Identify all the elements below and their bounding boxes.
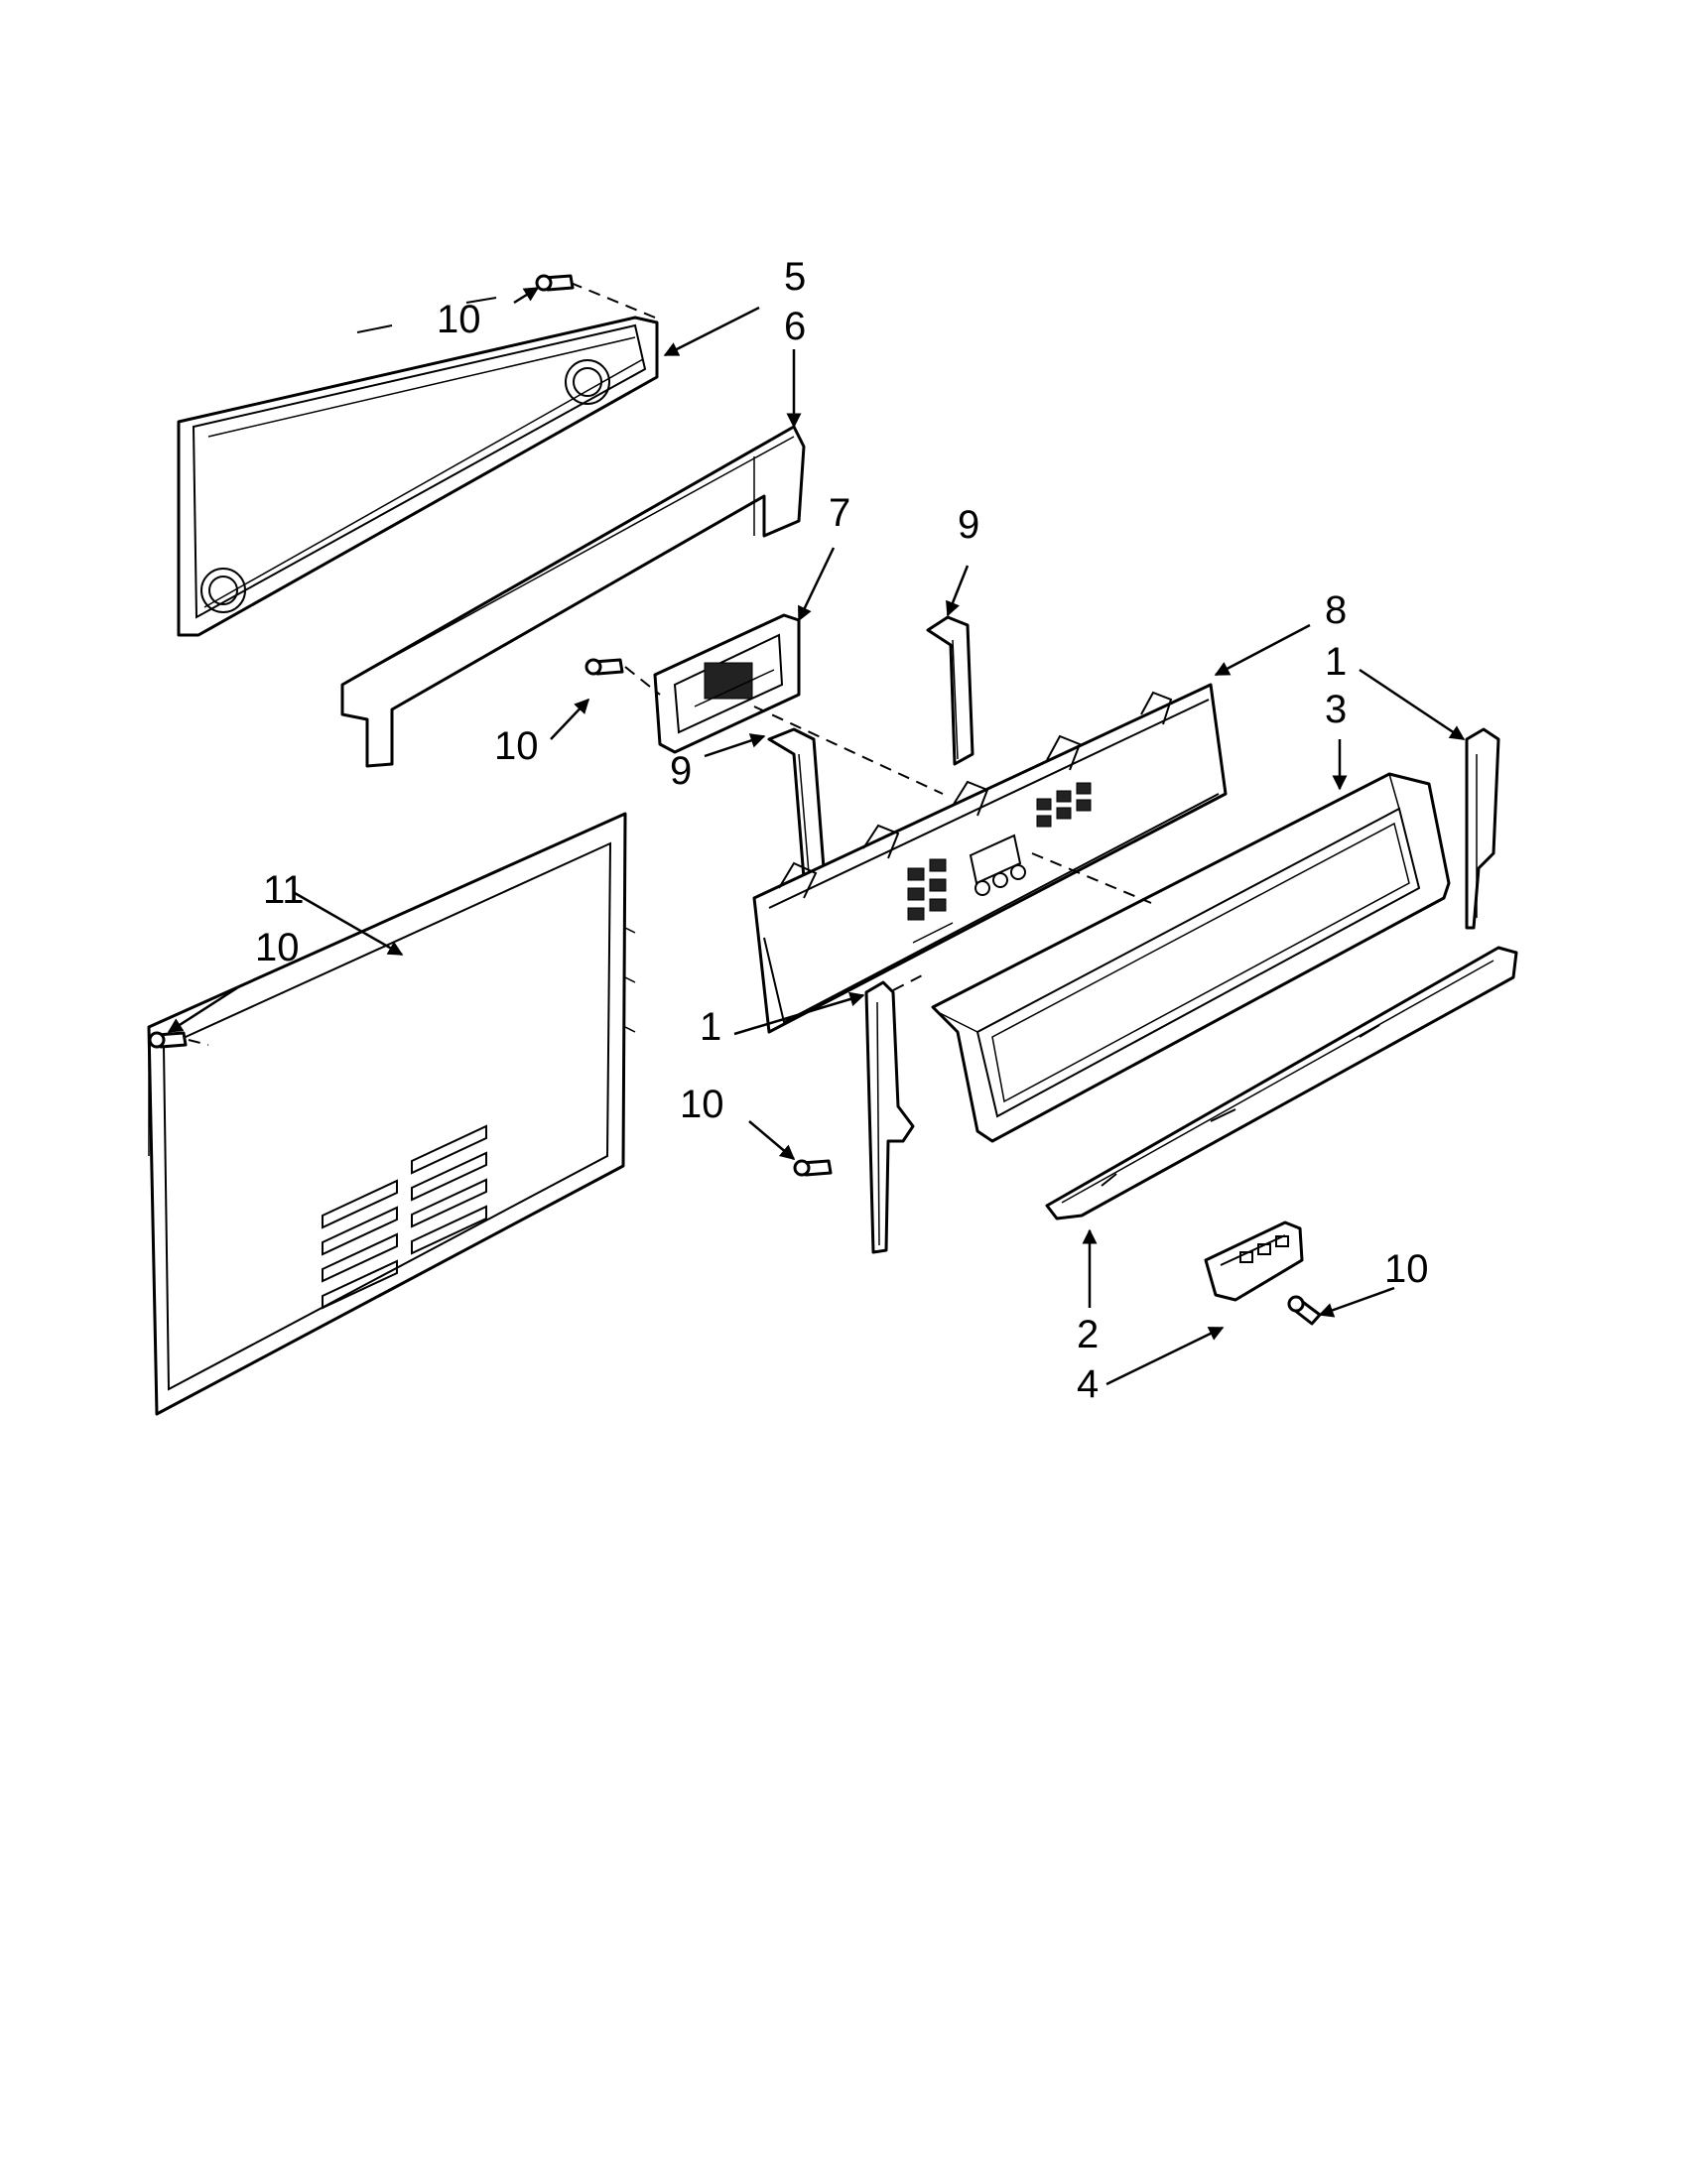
alignment-lines <box>188 282 1152 1046</box>
callout-1-lower: 1 <box>700 1005 721 1049</box>
part-9-lower-clip <box>767 727 826 880</box>
part-1-left-end-bracket <box>864 980 915 1254</box>
screw-icon <box>148 1031 188 1049</box>
callout-4: 4 <box>1077 1362 1099 1406</box>
callout-3: 3 <box>1325 688 1347 731</box>
part-1-right-end-bracket <box>1465 727 1500 930</box>
callout-10-top: 10 <box>437 298 481 341</box>
part-5-rear-panel <box>177 297 659 637</box>
part-3-console-trim <box>931 772 1451 1143</box>
callout-11: 11 <box>263 868 305 912</box>
part-2-lower-trim <box>1045 946 1518 1220</box>
leader-lines <box>167 286 1466 1386</box>
callout-9-lower: 9 <box>670 749 692 793</box>
callouts: 10 5 6 7 9 10 9 8 1 3 11 10 1 10 2 4 10 <box>255 255 1429 1406</box>
callout-6: 6 <box>784 305 806 348</box>
screw-icon <box>793 1159 833 1177</box>
callout-10-mid: 10 <box>494 724 539 768</box>
callout-1-upper: 1 <box>1325 640 1347 684</box>
callout-10-right: 10 <box>1384 1247 1429 1291</box>
callout-9-upper: 9 <box>958 503 979 547</box>
part-4-terminal-block <box>1204 1220 1304 1302</box>
part-6-bracket <box>340 425 806 768</box>
callout-7: 7 <box>829 491 850 535</box>
part-9-upper-clip <box>926 615 974 766</box>
callout-8: 8 <box>1325 588 1347 632</box>
callout-5: 5 <box>784 255 806 299</box>
screw-icon <box>1287 1295 1322 1326</box>
part-11-back-panel <box>147 812 636 1416</box>
screw-icon <box>535 274 575 292</box>
callout-2: 2 <box>1077 1313 1099 1356</box>
part-7-control-board <box>653 613 801 754</box>
screw-icon <box>584 658 624 676</box>
callout-10-center: 10 <box>680 1083 724 1126</box>
callout-10-left: 10 <box>255 926 300 969</box>
